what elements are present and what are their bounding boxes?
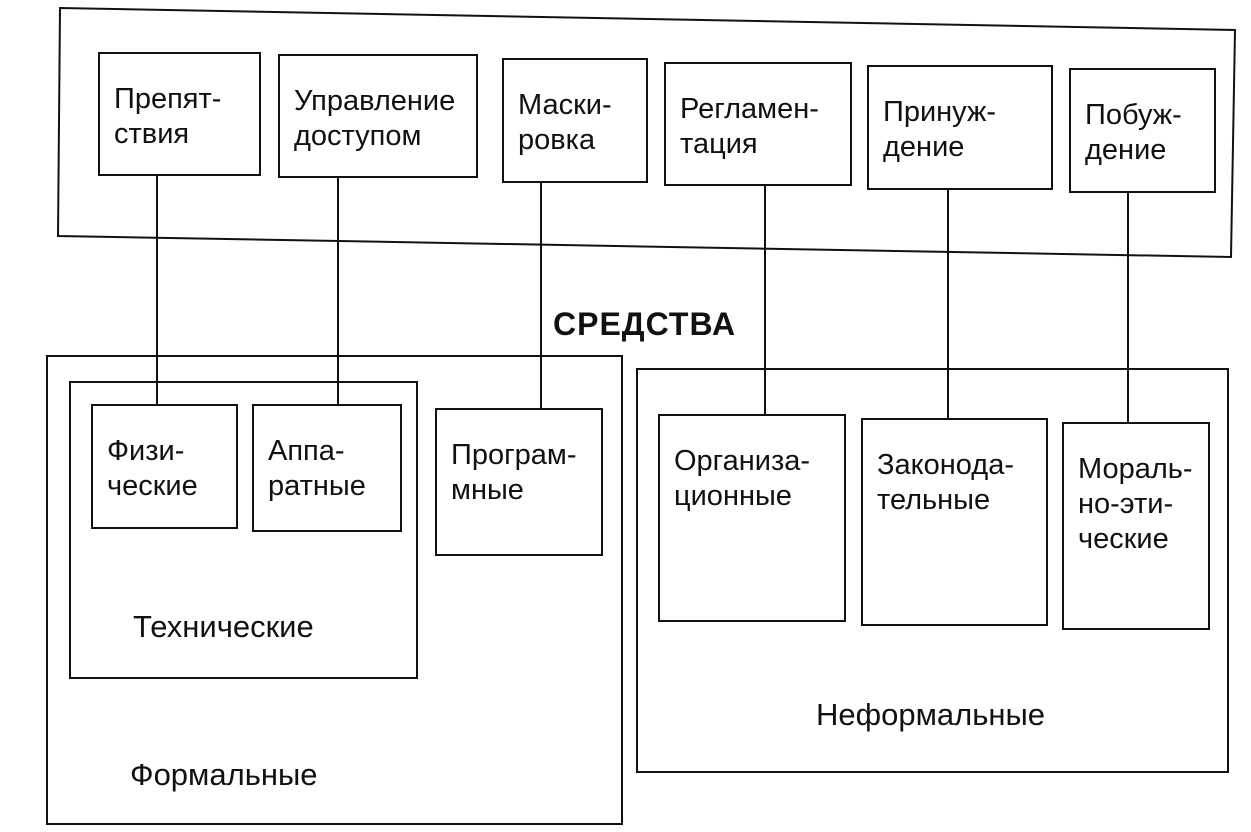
means-fizicheskie-line2: ческие [107,470,198,502]
means-organizacionnye-line2: ционные [674,480,792,512]
method-prinuzhdenie: Принуж- дение [867,65,1053,190]
means-moralno-line2: но-эти- [1078,488,1174,520]
method-prinuzhdenie-line1: Принуж- [883,96,997,128]
method-prepyatstviya: Препят- ствия [98,52,261,176]
means-programmnye-line2: мные [451,474,524,506]
method-upravlenie-line1: Управление [294,85,456,117]
means-fizicheskie-line1: Физи- [107,435,185,467]
means-moralno-line3: ческие [1078,523,1169,555]
method-upravlenie-dostupom: Управление доступом [278,54,478,178]
method-prepyatstviya-line1: Препят- [114,83,222,115]
method-reglamentaciya: Регламен- тация [664,62,852,186]
formal-group-frame [46,355,623,825]
means-apparatnye: Аппа- ратные [252,404,402,532]
means-organizacionnye-line1: Организа- [674,445,811,477]
means-apparatnye-line2: ратные [268,470,366,502]
informal-group-label: Неформальные [816,697,1046,732]
formal-group-label: Формальные [130,757,318,792]
technical-group-frame [69,381,418,679]
means-moralno-eticheskie: Мораль- но-эти- ческие [1062,422,1210,630]
means-zakonodatelnye-line2: тельные [877,484,991,516]
means-programmnye: Програм- мные [435,408,603,556]
method-prepyatstviya-line2: ствия [114,118,190,150]
method-pobuzhdenie: Побуж- дение [1069,68,1216,193]
means-apparatnye-line1: Аппа- [268,435,345,467]
method-reglamentaciya-line2: тация [680,128,758,160]
means-organizacionnye: Организа- ционные [658,414,846,622]
means-zakonodatelnye: Законода- тельные [861,418,1048,626]
means-programmnye-line1: Програм- [451,439,577,471]
means-zakonodatelnye-line1: Законода- [877,449,1014,481]
technical-group-label: Технические [133,609,314,644]
method-upravlenie-line2: доступом [294,120,422,152]
means-fizicheskie: Физи- ческие [91,404,238,529]
method-reglamentaciya-line1: Регламен- [680,93,819,125]
means-moralno-line1: Мораль- [1078,453,1193,485]
diagram-title: СРЕДСТВА [553,306,737,342]
method-maskirovka-line2: ровка [518,124,596,156]
method-maskirovka: Маски- ровка [502,58,648,183]
method-prinuzhdenie-line2: дение [883,131,965,163]
method-maskirovka-line1: Маски- [518,89,612,121]
informal-group-frame [636,368,1229,773]
method-pobuzhdenie-line2: дение [1085,134,1167,166]
method-pobuzhdenie-line1: Побуж- [1085,99,1182,131]
